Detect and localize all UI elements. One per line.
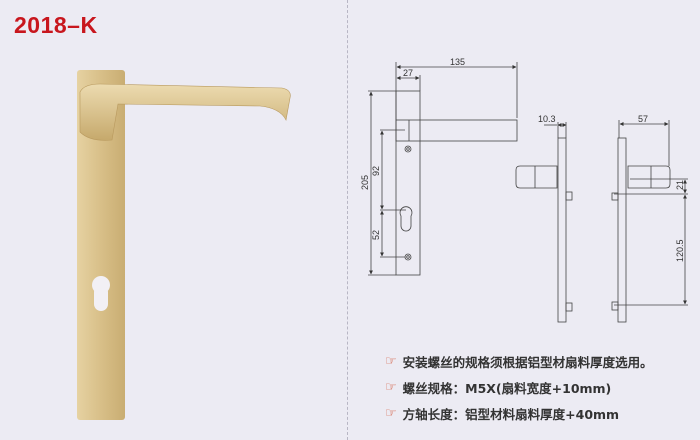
divider	[347, 0, 348, 440]
dim-21: 21	[675, 180, 685, 190]
dim-120-5: 120.5	[675, 239, 685, 262]
dim-205: 205	[360, 175, 370, 190]
dim-135: 135	[450, 57, 465, 67]
backplate	[77, 70, 125, 420]
dim-57: 57	[638, 114, 648, 124]
note-item: ☞螺丝规格：M5X(扇料宽度+10mm)	[385, 379, 612, 396]
technical-drawing	[368, 62, 688, 323]
pointing-hand-icon: ☞	[385, 405, 397, 421]
dim-27: 27	[403, 68, 413, 78]
pointing-hand-icon: ☞	[385, 379, 397, 395]
dim-92: 92	[371, 166, 381, 176]
notes-list: ☞安装螺丝的规格须根据铝型材扇料厚度选用。 ☞螺丝规格：M5X(扇料宽度+10m…	[385, 348, 653, 426]
model-title: 2018–K	[14, 12, 98, 38]
note-item: ☞方轴长度：铝型材料扇料厚度+40mm	[385, 405, 620, 422]
note-item: ☞安装螺丝的规格须根据铝型材扇料厚度选用。	[385, 353, 653, 370]
dim-52: 52	[371, 230, 381, 240]
handle-photo	[77, 70, 291, 420]
dim-10-3: 10.3	[538, 114, 556, 124]
keyhole	[92, 276, 110, 311]
pointing-hand-icon: ☞	[385, 353, 397, 369]
lever	[79, 83, 291, 141]
